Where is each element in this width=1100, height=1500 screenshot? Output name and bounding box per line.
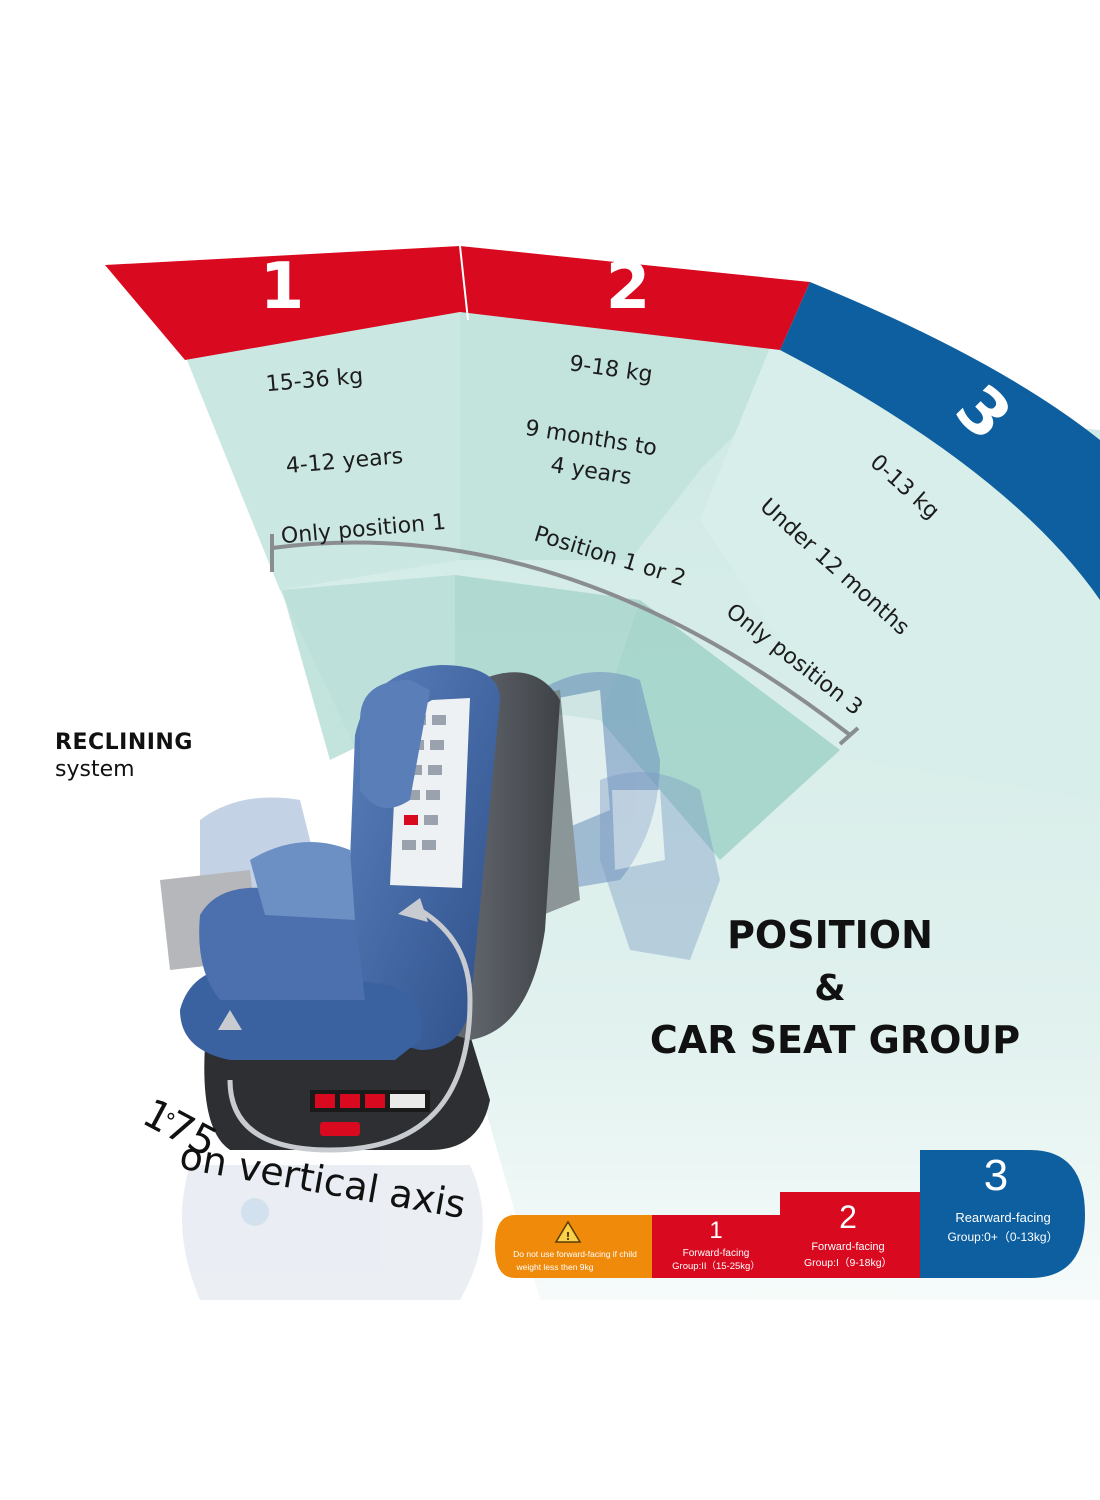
blue-band — [780, 282, 1100, 600]
group-legend: ! Do not use forward-facing if child wei… — [495, 1150, 1085, 1278]
seat-headrest — [360, 680, 430, 808]
reclining-label-regular: system — [55, 757, 135, 782]
rotation-arrow — [218, 898, 473, 1153]
segment-divider-1-2 — [459, 245, 469, 321]
legend-group-2-line1: Forward-facing — [811, 1241, 884, 1253]
reclining-label-bold: RECLINING — [55, 730, 193, 755]
headline-line-3: CAR SEAT GROUP — [650, 1018, 1020, 1062]
legend-group-1-box — [652, 1215, 780, 1278]
legend-warning-line2: weight less then 9kg — [515, 1262, 593, 1272]
legend-group-1-number: 1 — [709, 1217, 722, 1244]
warning-icon — [554, 1220, 582, 1243]
svg-text:!: ! — [565, 1230, 570, 1243]
legend-group-2-line2: Group:I（9-18kg） — [804, 1257, 892, 1269]
headline-line-2: & — [814, 968, 845, 1009]
legend-group-3-line1: Rearward-facing — [955, 1210, 1050, 1225]
ghost-seat-reclined-2 — [600, 772, 720, 960]
segment-1-number: 1 — [260, 250, 305, 324]
position-range-arc — [271, 540, 852, 737]
legend-group-2-number: 2 — [839, 1199, 857, 1235]
range-arc-end-right — [838, 726, 860, 746]
legend-group-2-box — [780, 1192, 920, 1278]
red-band — [105, 246, 810, 360]
legend-warning-box — [495, 1215, 652, 1278]
reclining-label: RECLINING system — [55, 730, 193, 782]
headline-line-1: POSITION — [727, 913, 933, 957]
segment-2-body — [460, 298, 790, 560]
isofix-release — [320, 1122, 360, 1136]
seat-inner-pad — [250, 842, 355, 920]
legend-group-3-line2: Group:0+（0-13kg） — [947, 1230, 1058, 1244]
legend-group-1-line2: Group:II（15-25kg） — [672, 1260, 760, 1272]
legend-group-3-number: 3 — [984, 1151, 1008, 1200]
seat-reflection — [182, 1165, 483, 1300]
segment-1-body — [185, 312, 460, 590]
legend-group-1-line1: Forward-facing — [683, 1248, 750, 1259]
car-seat-image — [180, 665, 560, 1150]
legend-warning-line1: Do not use forward-facing if child — [513, 1249, 637, 1259]
inner-wedge-3 — [600, 600, 840, 860]
legend-group-3-box — [920, 1150, 1085, 1278]
segment-2-number: 2 — [606, 250, 651, 324]
